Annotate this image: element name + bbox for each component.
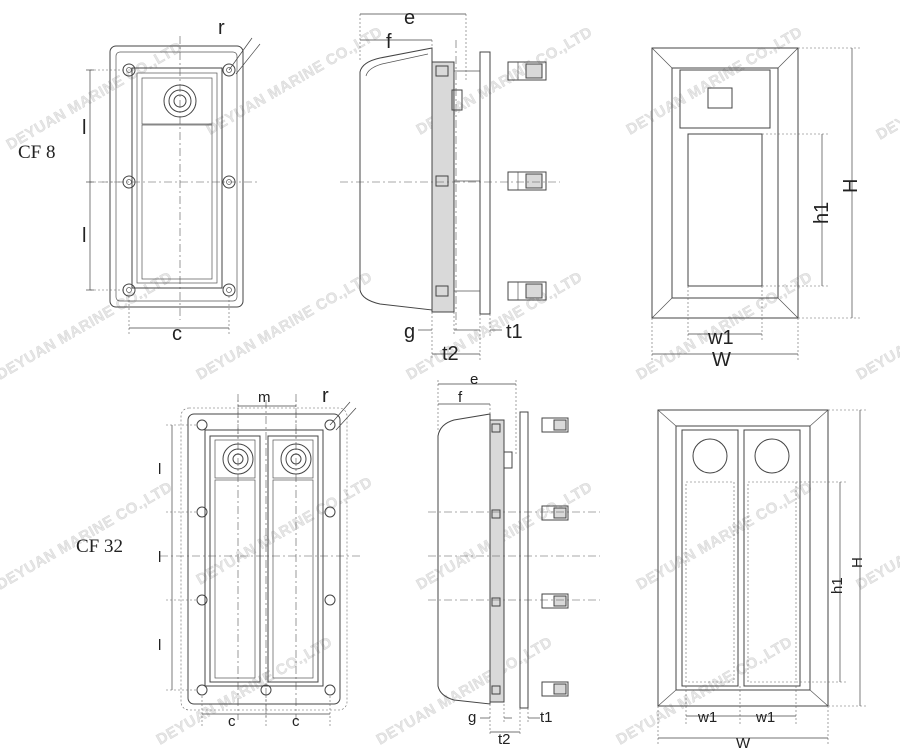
cf32-left-cell bbox=[209, 435, 261, 683]
watermark-text: DEYUAN MARINE CO.,LTD bbox=[854, 269, 900, 384]
cf8-dim-w1: w1 bbox=[707, 327, 734, 349]
cf8-dim-l-upper: l bbox=[82, 117, 86, 139]
cf8-back-view: H h1 w1 W bbox=[651, 47, 862, 371]
cf32-back-view: H h1 w1 w1 W bbox=[657, 409, 866, 750]
cf8-bolts bbox=[122, 63, 236, 297]
cf32-dim-m: m bbox=[258, 389, 271, 406]
cf8-dim-f: f bbox=[386, 31, 392, 53]
cf8-cam bbox=[451, 89, 463, 111]
cf32-dim-g: g bbox=[468, 709, 476, 726]
cf8-nuts bbox=[507, 61, 547, 301]
cf32-back-right-lock bbox=[754, 438, 790, 474]
cf32-dim-h1: h1 bbox=[829, 577, 846, 594]
cf8-studs bbox=[435, 65, 480, 297]
cf32-dim-l-2: l bbox=[158, 549, 161, 566]
cf8-dim-r: r bbox=[218, 17, 225, 39]
cf32-model-label: CF 32 bbox=[76, 536, 123, 557]
watermark-text: DEYUAN MARINE CO.,LTD bbox=[634, 479, 816, 594]
watermark-text: DEYUAN MARINE CO.,LTD bbox=[0, 269, 175, 384]
cf32-dim-w1-left: w1 bbox=[697, 709, 717, 726]
cf32-dim-c-left: c bbox=[228, 713, 236, 730]
cf8-front-view: CF 8 l l bbox=[18, 17, 261, 345]
cf8-window bbox=[141, 124, 213, 280]
cf32-dim-l-3: l bbox=[158, 637, 161, 654]
watermark-text: DEYUAN MARINE CO.,LTD bbox=[154, 634, 336, 749]
cf32-back-left-cell bbox=[681, 429, 739, 687]
cf32-nuts bbox=[541, 417, 569, 697]
cf8-side-view: e f g t1 t2 bbox=[340, 7, 560, 365]
cf32-housing bbox=[489, 419, 505, 703]
cf32-dim-t1: t1 bbox=[540, 709, 553, 726]
cf8-back-lock-box bbox=[679, 69, 771, 129]
cf32-dim-c-right: c bbox=[292, 713, 300, 730]
cf8-dim-e: e bbox=[404, 7, 415, 29]
cf32-dim-t2: t2 bbox=[498, 731, 511, 748]
cf8-dim-g: g bbox=[404, 321, 415, 343]
cf8-back-outer bbox=[651, 47, 799, 319]
cf32-right-cell bbox=[267, 435, 319, 683]
cf8-plate bbox=[479, 51, 491, 315]
cf8-square-drive bbox=[707, 87, 733, 109]
cf32-back-outer bbox=[657, 409, 829, 707]
watermark-text: DEYUAN MARINE CO.,LTD bbox=[404, 269, 586, 384]
cf8-lock-plate bbox=[141, 77, 213, 125]
cf8-dim-l-lower: l bbox=[82, 225, 86, 247]
cf32-dim-r: r bbox=[322, 385, 329, 407]
cf8-dim-h1: h1 bbox=[811, 202, 833, 224]
cf8-housing bbox=[431, 61, 455, 313]
cf8-dim-t2: t2 bbox=[442, 343, 459, 365]
cf32-studs bbox=[491, 423, 501, 695]
cf8-handle-profile bbox=[359, 47, 433, 311]
cf8-dim-c: c bbox=[172, 323, 182, 345]
cf32-flange bbox=[187, 413, 341, 705]
cf32-side-view: e f g t1 t2 bbox=[428, 371, 600, 748]
cf8-model-label: CF 8 bbox=[18, 142, 56, 163]
cf8-body-inner bbox=[136, 72, 218, 284]
watermark-text: DEYUAN MARINE CO.,LTD bbox=[614, 634, 796, 749]
watermark-text: DEYUAN MARINE CO.,LTD bbox=[4, 39, 186, 154]
cf8-back-window bbox=[687, 133, 763, 287]
watermark-text: DEYUAN MARINE CO.,LTD bbox=[194, 474, 376, 589]
watermark-text: DEYUAN MARINE CO.,LTD bbox=[854, 479, 900, 594]
cf32-plate bbox=[519, 411, 529, 709]
cf32-dim-w1-right: w1 bbox=[755, 709, 775, 726]
cf8-dim-H: H bbox=[840, 179, 862, 193]
cf32-dim-f: f bbox=[458, 389, 463, 406]
cf8-flange-inner bbox=[115, 51, 238, 302]
cf32-back-left-lock bbox=[692, 438, 728, 474]
cf32-back-inner bbox=[675, 425, 811, 691]
cf8-body bbox=[131, 67, 223, 289]
cf8-flange bbox=[109, 45, 244, 308]
cf32-dim-W: W bbox=[736, 735, 751, 750]
cf32-front-view: CF 32 m r bbox=[76, 385, 362, 730]
cf32-dim-H: H bbox=[849, 557, 866, 568]
watermark-text: DEYUAN MARINE CO.,LTD bbox=[874, 29, 900, 144]
cf8-dim-W: W bbox=[712, 349, 731, 371]
cf8-back-inner bbox=[671, 67, 779, 299]
watermark-text: DEYUAN MARINE CO.,LTD bbox=[204, 24, 386, 139]
cf8-dim-t1: t1 bbox=[506, 321, 523, 343]
cf32-back-right-cell bbox=[743, 429, 801, 687]
watermark-text: DEYUAN MARINE CO.,LTD bbox=[194, 269, 376, 384]
cf32-body bbox=[204, 429, 324, 687]
cf32-cam bbox=[503, 451, 513, 469]
cf32-dim-e: e bbox=[470, 371, 478, 388]
cf32-dim-l-1: l bbox=[158, 461, 161, 478]
